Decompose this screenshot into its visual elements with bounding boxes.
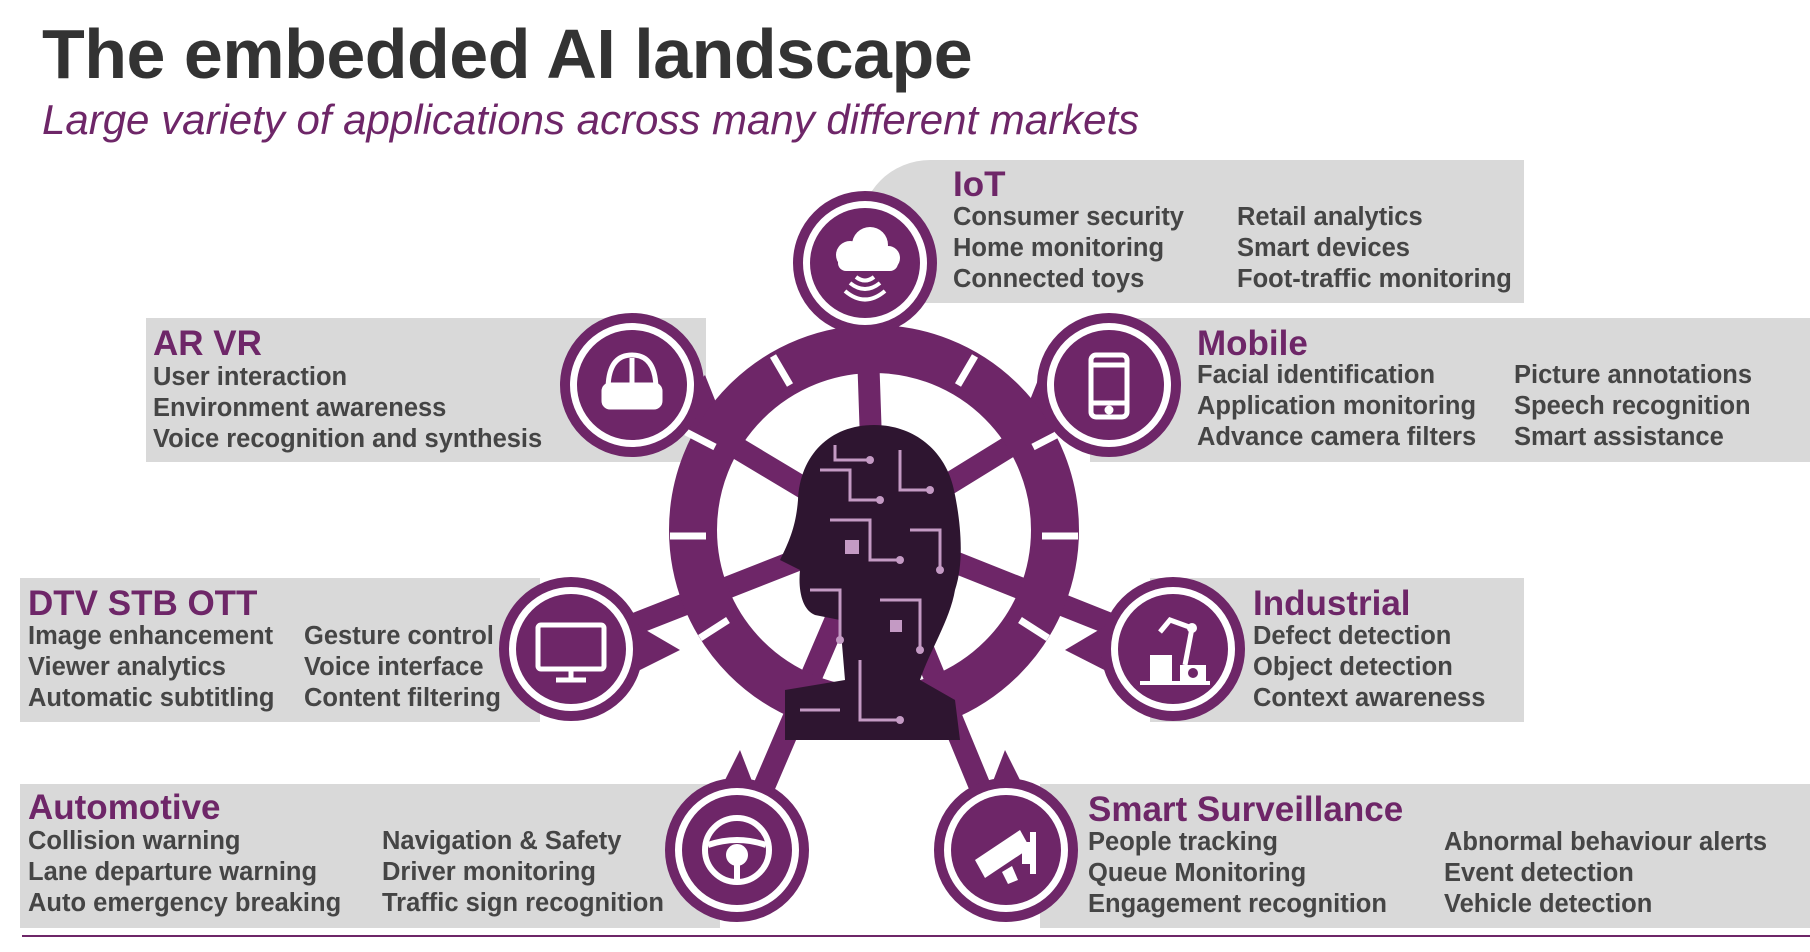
- circuit-head-icon: [780, 425, 961, 740]
- bottom-divider: [22, 935, 1810, 937]
- cloud-wifi-icon: [836, 227, 900, 302]
- market-name-automotive: Automotive: [28, 788, 221, 827]
- list-item: Voice interface: [304, 653, 484, 681]
- list-item: Event detection: [1444, 859, 1634, 887]
- list-item: Abnormal behaviour alerts: [1444, 828, 1768, 856]
- market-items-automotive-col2: Navigation & Safety Driver monitoring Tr…: [382, 826, 664, 919]
- page-subtitle: Large variety of applications across man…: [42, 96, 1140, 143]
- list-item: Smart assistance: [1514, 423, 1724, 451]
- list-item: Foot-traffic monitoring: [1237, 265, 1512, 293]
- list-item: Viewer analytics: [28, 653, 226, 681]
- market-name-surveillance: Smart Surveillance: [1088, 790, 1404, 829]
- list-item: Defect detection: [1253, 622, 1452, 650]
- market-items-arvr: User interaction Environment awareness V…: [153, 362, 542, 455]
- list-item: Smart devices: [1237, 234, 1410, 262]
- list-item: User interaction: [153, 363, 348, 391]
- list-item: Facial identification: [1197, 361, 1436, 389]
- list-item: Retail analytics: [1237, 203, 1423, 231]
- market-items-iot-col2: Retail analytics Smart devices Foot-traf…: [1237, 202, 1512, 295]
- list-item: Application monitoring: [1197, 392, 1477, 420]
- market-items-surveillance-col1: People tracking Queue Monitoring Engagem…: [1088, 827, 1387, 920]
- panel-automotive: [20, 784, 720, 928]
- market-name-industrial: Industrial: [1253, 584, 1411, 623]
- list-item: Queue Monitoring: [1088, 859, 1307, 887]
- robot-arm-icon: [1140, 617, 1210, 685]
- list-item: Automatic subtitling: [28, 684, 275, 712]
- panel-mobile: [1090, 318, 1810, 462]
- market-items-mobile-col1: Facial identification Application monito…: [1197, 360, 1476, 453]
- list-item: Navigation & Safety: [382, 827, 622, 855]
- market-name-iot: IoT: [953, 165, 1006, 204]
- market-items-dtv-col1: Image enhancement Viewer analytics Autom…: [28, 621, 274, 714]
- television-icon: [535, 622, 607, 683]
- list-item: People tracking: [1088, 828, 1278, 856]
- list-item: Context awareness: [1253, 684, 1486, 712]
- list-item: Content filtering: [304, 684, 501, 712]
- list-item: Driver monitoring: [382, 858, 596, 886]
- market-name-mobile: Mobile: [1197, 324, 1308, 363]
- panel-surveillance: [1040, 784, 1810, 928]
- list-item: Image enhancement: [28, 622, 274, 650]
- list-item: Engagement recognition: [1088, 890, 1387, 918]
- market-items-dtv-col2: Gesture control Voice interface Content …: [304, 621, 501, 714]
- market-items-industrial: Defect detection Object detection Contex…: [1253, 621, 1485, 714]
- list-item: Voice recognition and synthesis: [153, 425, 543, 453]
- page-title: The embedded AI landscape: [42, 15, 973, 93]
- security-camera-icon: [975, 830, 1036, 884]
- market-items-surveillance-col2: Abnormal behaviour alerts Event detectio…: [1444, 827, 1767, 920]
- vr-headset-icon: [601, 352, 663, 410]
- smartphone-icon: [1088, 352, 1130, 420]
- list-item: Home monitoring: [953, 234, 1165, 262]
- panel-iot: [860, 160, 1524, 303]
- market-items-mobile-col2: Picture annotations Speech recognition S…: [1514, 360, 1752, 453]
- list-item: Picture annotations: [1514, 361, 1753, 389]
- list-item: Advance camera filters: [1197, 423, 1477, 451]
- list-item: Auto emergency breaking: [28, 889, 342, 917]
- steering-wheel-icon: [702, 815, 772, 885]
- market-items-iot-col1: Consumer security Home monitoring Connec…: [953, 202, 1184, 295]
- market-name-arvr: AR VR: [153, 324, 262, 363]
- list-item: Collision warning: [28, 827, 241, 855]
- list-item: Traffic sign recognition: [382, 889, 664, 917]
- market-items-automotive-col1: Collision warning Lane departure warning…: [28, 826, 341, 919]
- list-item: Connected toys: [953, 265, 1145, 293]
- list-item: Object detection: [1253, 653, 1453, 681]
- list-item: Speech recognition: [1514, 392, 1751, 420]
- list-item: Gesture control: [304, 622, 494, 650]
- list-item: Consumer security: [953, 203, 1184, 231]
- list-item: Environment awareness: [153, 394, 447, 422]
- panel-dtv: [20, 578, 540, 722]
- list-item: Lane departure warning: [28, 858, 318, 886]
- market-name-dtv: DTV STB OTT: [28, 584, 258, 623]
- list-item: Vehicle detection: [1444, 890, 1653, 918]
